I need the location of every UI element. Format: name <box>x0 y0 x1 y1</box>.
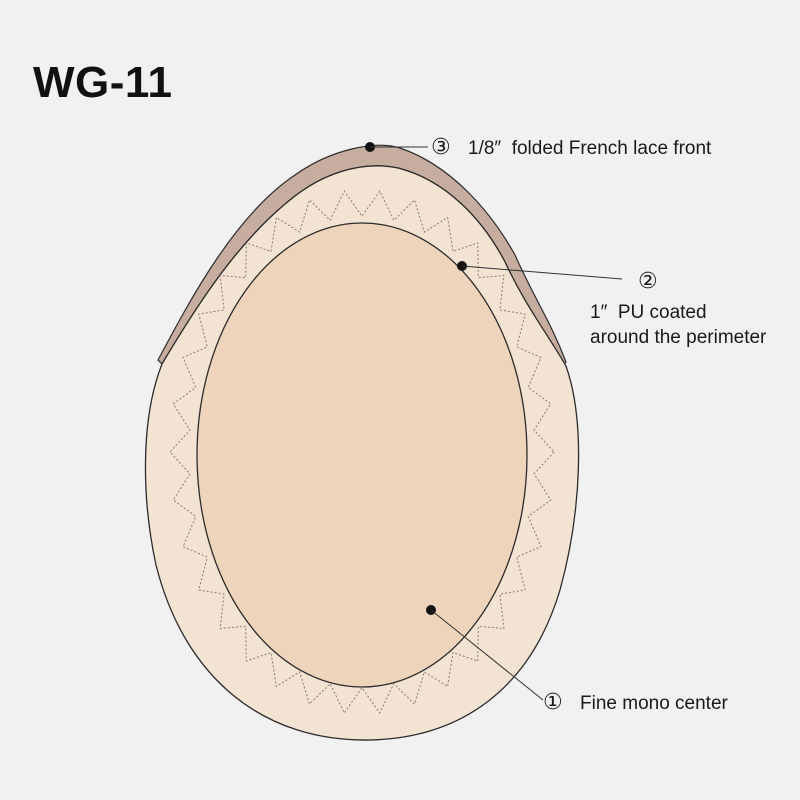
page-title: WG-11 <box>33 58 173 107</box>
callout-label-line-2: around the perimeter <box>590 327 767 348</box>
callout-label: 1/8″ folded French lace front <box>468 138 712 159</box>
callout-number: ② <box>638 269 658 294</box>
mono-center <box>196 222 528 688</box>
callout-lace-front: ③ 1/8″ folded French lace front <box>365 135 712 160</box>
callout-mono-center: ① Fine mono center <box>426 605 729 715</box>
leader-line <box>461 265 623 280</box>
callout-number: ① <box>543 690 563 715</box>
callout-label-line-1: 1″ PU coated <box>590 302 707 323</box>
callout-number: ③ <box>431 135 451 160</box>
callout-label: Fine mono center <box>580 693 729 714</box>
leader-line <box>430 609 544 701</box>
callout-perimeter: ② 1″ PU coated around the perimeter <box>457 261 767 348</box>
